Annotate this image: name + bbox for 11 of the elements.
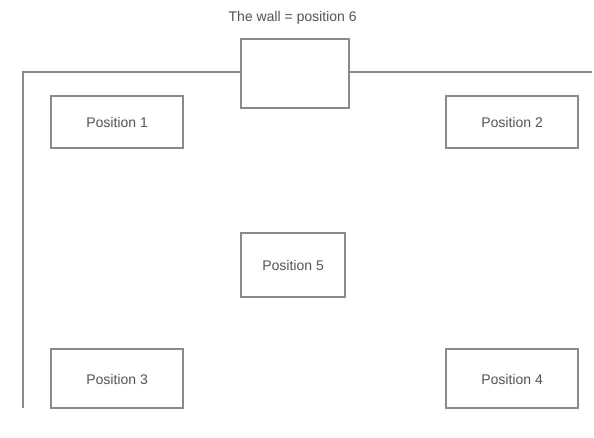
position-marker <box>445 348 579 409</box>
position-label: Position 1 <box>86 114 148 130</box>
position-label: Position 3 <box>86 370 148 386</box>
position-marker <box>50 348 184 409</box>
position-label: Position 2 <box>481 114 543 130</box>
position-marker <box>50 95 184 149</box>
position-marker <box>445 95 579 149</box>
wall-label: The wall = position 6 <box>228 8 357 24</box>
position-marker <box>240 232 346 298</box>
position-label: Position 4 <box>481 370 543 386</box>
position-label: Position 5 <box>262 257 324 273</box>
